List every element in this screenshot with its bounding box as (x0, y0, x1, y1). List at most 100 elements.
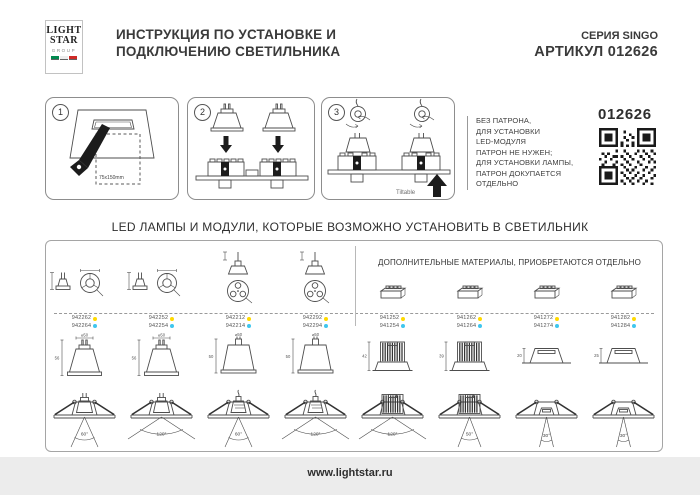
lamp-top-view-drawing (299, 251, 330, 304)
product-codes: 942212 942214 (200, 313, 277, 333)
fixture-beam-cell: 120° (277, 389, 354, 451)
fixture-beam-drawing: 60° (200, 389, 277, 448)
fixture-beam-cell: 50° (431, 389, 508, 451)
warm-color-dot (401, 316, 406, 321)
up-arrow-icon (427, 174, 447, 197)
note-line: ДЛЯ УСТАНОВКИ (476, 126, 541, 136)
step-3-number: 3 (328, 104, 345, 121)
cool-color-dot (401, 324, 406, 329)
note-line: ДЛЯ УСТАНОВКИ ЛАМПЫ, (476, 158, 574, 167)
fixture-beam-cell: 120° (123, 389, 200, 451)
warm-color-dot (324, 316, 329, 321)
svg-text:50°: 50° (466, 432, 473, 438)
fixture-beam-drawing: 120° (281, 389, 350, 440)
product-code-a: 942212 (200, 315, 277, 323)
warm-color-dot (170, 316, 175, 321)
fixture-beam-drawing: 30° (585, 389, 662, 448)
product-codes: 942262 942264 (46, 313, 123, 333)
cool-color-dot (555, 324, 560, 329)
socket-note: БЕЗ ПАТРОНА, ДЛЯ УСТАНОВКИ LED-МОДУЛЯ ПА… (467, 116, 573, 190)
series-label: СЕРИЯ SINGO (581, 30, 658, 42)
svg-text:120°: 120° (311, 432, 321, 438)
code-text: 942292 (302, 315, 323, 321)
article-label: АРТИКУЛ 012626 (534, 44, 658, 60)
cutout-diagram: 75x150mm (69, 109, 155, 185)
compat-column: 942212 942214 ⌀50 50 60° (200, 241, 277, 451)
code-text: 941252 (379, 315, 400, 321)
cool-color-dot (632, 324, 637, 329)
compat-column: 941252 941254 42 120° (354, 241, 431, 451)
header-right-block: СЕРИЯ SINGO АРТИКУЛ 012626 (534, 30, 658, 60)
lamp-side-drawing: ⌀50 50 (209, 333, 257, 374)
svg-text:50: 50 (286, 354, 291, 359)
lamp-side-cell: ⌀50 50 (200, 333, 277, 389)
fixture-beam-cell: 60° (46, 389, 123, 451)
tiltable-label: Tiltable (396, 190, 416, 196)
module-side-cell: 39 (431, 333, 508, 389)
fixture-beam-cell: 60° (200, 389, 277, 451)
compat-column: 941272 941274 20 30° (508, 241, 585, 451)
compatibility-table: ДОПОЛНИТЕЛЬНЫЕ МАТЕРИАЛЫ, ПРИОБРЕТАЮТСЯ … (45, 240, 663, 452)
logo-text-group: GROUP (51, 48, 77, 53)
website-link[interactable]: www.lightstar.ru (307, 467, 393, 479)
led-module-icon (611, 285, 636, 299)
code-text: 941282 (610, 315, 631, 321)
product-code-b: 941274 (508, 323, 585, 331)
fixture-beam-drawing: 50° (431, 389, 508, 448)
svg-text:120°: 120° (157, 432, 167, 438)
svg-text:50: 50 (209, 354, 214, 359)
module-icon-cell (431, 241, 508, 313)
svg-text:⌀50: ⌀50 (235, 333, 243, 337)
warm-color-dot (555, 316, 560, 321)
svg-text:30°: 30° (620, 433, 627, 439)
product-codes: 941252 941254 (354, 313, 431, 333)
svg-text:60°: 60° (235, 432, 242, 438)
svg-text:30°: 30° (543, 433, 550, 439)
cutout-size-label: 75x150mm (99, 175, 124, 181)
code-text: 941272 (533, 315, 554, 321)
svg-text:⌀50: ⌀50 (158, 333, 166, 337)
warm-color-dot (632, 316, 637, 321)
lamp-top-view-cell (123, 241, 200, 313)
module-icon-cell (354, 241, 431, 313)
cool-color-dot (324, 324, 329, 329)
module-side-cell: 20 (508, 333, 585, 389)
tilt-adjust-diagram: Tiltable (327, 98, 451, 197)
page-title-line2: ПОДКЛЮЧЕНИЮ СВЕТИЛЬНИКА (116, 44, 341, 59)
code-text: 942252 (148, 315, 169, 321)
lamp-top-view-cell (277, 241, 354, 313)
step-1-box: 1 75x150mm (45, 97, 179, 200)
fixture-beam-cell: 30° (585, 389, 662, 451)
product-code-a: 942252 (123, 315, 200, 323)
fixture-beam-drawing: 120° (358, 389, 427, 440)
code-text: 942294 (302, 322, 323, 329)
cool-color-dot (170, 324, 175, 329)
footer-band: www.lightstar.ru (0, 457, 700, 495)
page-title-line1: ИНСТРУКЦИЯ ПО УСТАНОВКЕ И (116, 27, 337, 42)
fixture-beam-cell: 30° (508, 389, 585, 451)
product-code-b: 941254 (354, 323, 431, 331)
code-text: 941262 (456, 315, 477, 321)
module-icon-cell (585, 241, 662, 313)
lamp-top-view-drawing (49, 268, 104, 297)
qr-code (599, 128, 656, 185)
svg-text:60°: 60° (81, 432, 88, 438)
warm-color-dot (93, 316, 98, 321)
warm-color-dot (478, 316, 483, 321)
lamp-top-view-cell (200, 241, 277, 313)
flag-green (51, 56, 59, 59)
compat-column: 941282 941284 25 30° (585, 241, 662, 451)
trim-side-drawing: 25 (594, 348, 649, 364)
svg-text:20: 20 (517, 353, 522, 358)
code-text: 942212 (225, 315, 246, 321)
product-code-a: 942262 (46, 315, 123, 323)
extras-heading: ДОПОЛНИТЕЛЬНЫЕ МАТЕРИАЛЫ, ПРИОБРЕТАЮТСЯ … (378, 258, 641, 267)
code-text: 942214 (225, 322, 246, 329)
led-module-icon (534, 285, 559, 299)
led-module-icon (380, 285, 405, 299)
code-text: 941284 (610, 322, 631, 329)
